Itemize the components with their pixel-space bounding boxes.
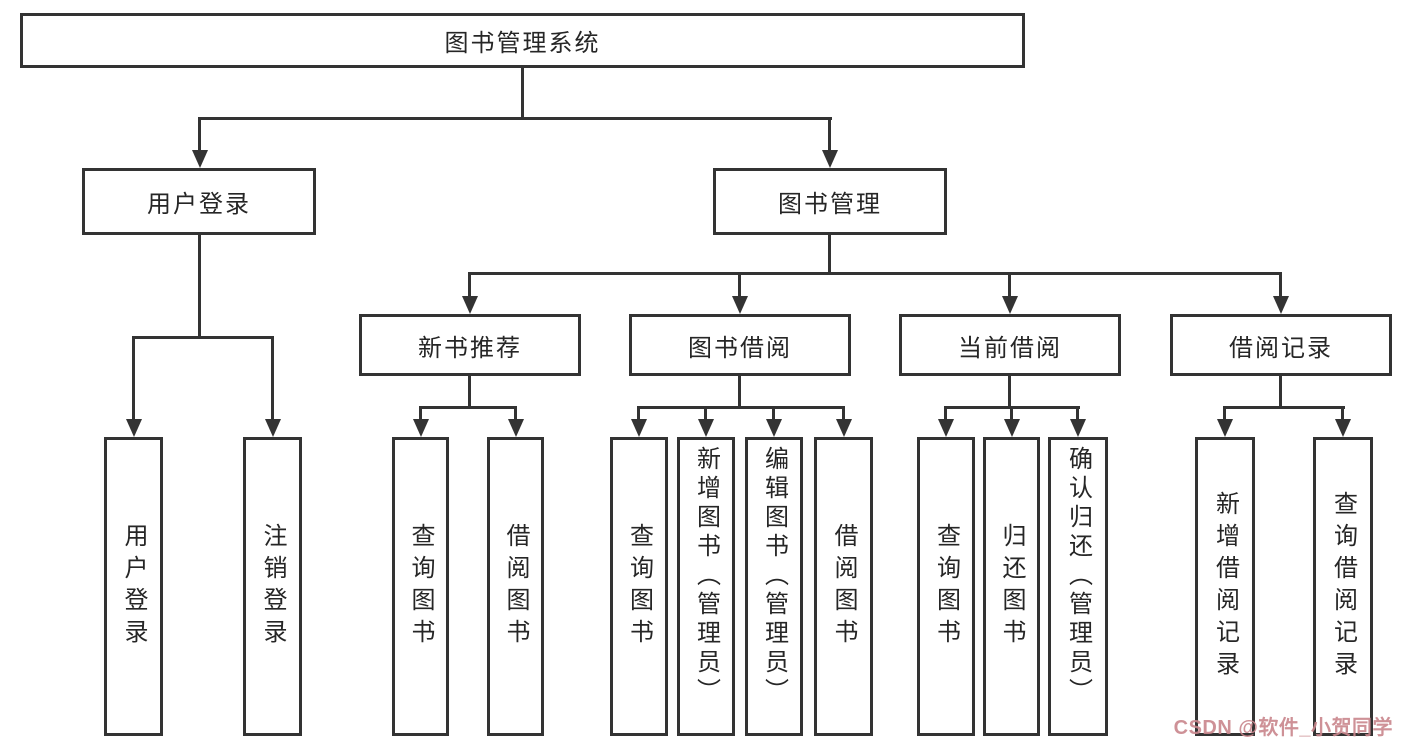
arrowhead [1002,296,1018,314]
node-book-borrow-label: 图书借阅 [688,334,792,362]
leaf-borrow-borrow-label: 借阅图书 [830,522,857,651]
connector-line [1341,406,1344,421]
leaf-record-query: 查询借阅记录 [1313,437,1373,736]
node-current-borrow: 当前借阅 [899,314,1121,376]
connector-line [637,406,845,409]
connector-line [1223,406,1226,421]
arrowhead [1335,419,1351,437]
connector-line [704,406,707,421]
node-borrow-record-label: 借阅记录 [1229,334,1333,362]
connector-line [738,376,741,408]
connector-line [198,235,201,338]
connector-line [468,272,1282,275]
arrowhead [413,419,429,437]
node-current-borrow-label: 当前借阅 [958,334,1062,362]
connector-line [772,406,775,421]
arrowhead [1070,419,1086,437]
leaf-borrow-add-label: 新增图书（管理员） [692,446,720,707]
connector-line [521,68,524,118]
connector-line [419,406,517,409]
arrowhead [1273,296,1289,314]
arrowhead [698,419,714,437]
node-book-borrow: 图书借阅 [629,314,851,376]
arrowhead [631,419,647,437]
connector-line [1279,272,1282,298]
connector-line [1076,406,1079,421]
leaf-record-add-label: 新增借阅记录 [1211,490,1239,683]
connector-line [198,117,201,152]
arrowhead [1004,419,1020,437]
connector-line [944,406,947,421]
connector-line [468,376,471,408]
arrowhead [126,419,142,437]
connector-line [419,406,422,421]
leaf-logout-label: 注销登录 [259,522,286,651]
connector-line [1010,406,1013,421]
connector-line [842,406,845,421]
leaf-borrow-edit-label: 编辑图书（管理员） [760,446,788,707]
leaf-current-query-label: 查询图书 [932,522,960,651]
connector-line [198,117,832,120]
node-new-book-recommend-label: 新书推荐 [418,334,522,362]
node-borrow-record: 借阅记录 [1170,314,1392,376]
leaf-current-confirm: 确认归还（管理员） [1048,437,1108,736]
leaf-record-add: 新增借阅记录 [1195,437,1255,736]
leaf-borrow-query: 查询图书 [610,437,668,736]
node-root-label: 图书管理系统 [444,30,601,57]
leaf-current-return-label: 归还图书 [998,522,1025,651]
connector-line [1008,272,1011,298]
node-user-login: 用户登录 [82,168,316,235]
connector-line [828,117,831,152]
connector-line [514,406,517,421]
leaf-newbook-borrow-label: 借阅图书 [502,522,529,651]
connector-line [271,336,274,421]
leaf-borrow-borrow: 借阅图书 [814,437,873,736]
arrowhead [836,419,852,437]
arrowhead [1217,419,1233,437]
arrowhead [462,296,478,314]
connector-line [828,235,831,274]
connector-line [468,272,471,298]
csdn-watermark: CSDN @软件_小贺同学 [1173,717,1393,739]
leaf-logout: 注销登录 [243,437,302,736]
leaf-user-login: 用户登录 [104,437,163,736]
node-book-management: 图书管理 [713,168,947,235]
leaf-current-query: 查询图书 [917,437,975,736]
node-root: 图书管理系统 [20,13,1025,68]
node-user-login-label: 用户登录 [147,191,251,218]
arrowhead [938,419,954,437]
leaf-record-query-label: 查询借阅记录 [1329,490,1357,683]
leaf-current-return: 归还图书 [983,437,1040,736]
connector-line [132,336,274,339]
connector-line [637,406,640,421]
node-new-book-recommend: 新书推荐 [359,314,581,376]
arrowhead [265,419,281,437]
leaf-current-confirm-label: 确认归还（管理员） [1064,446,1092,707]
arrowhead [508,419,524,437]
leaf-newbook-query: 查询图书 [392,437,449,736]
leaf-borrow-edit: 编辑图书（管理员） [745,437,803,736]
arrowhead [766,419,782,437]
connector-line [1279,376,1282,408]
connector-line [1008,376,1011,408]
arrowhead [192,150,208,168]
leaf-borrow-query-label: 查询图书 [625,522,653,651]
arrowhead [822,150,838,168]
leaf-newbook-query-label: 查询图书 [407,522,434,651]
arrowhead [732,296,748,314]
connector-line [738,272,741,298]
leaf-borrow-add: 新增图书（管理员） [677,437,735,736]
leaf-newbook-borrow: 借阅图书 [487,437,544,736]
leaf-user-login-label: 用户登录 [120,522,147,651]
connector-line [1223,406,1345,409]
node-book-management-label: 图书管理 [778,191,882,218]
connector-line [132,336,135,421]
